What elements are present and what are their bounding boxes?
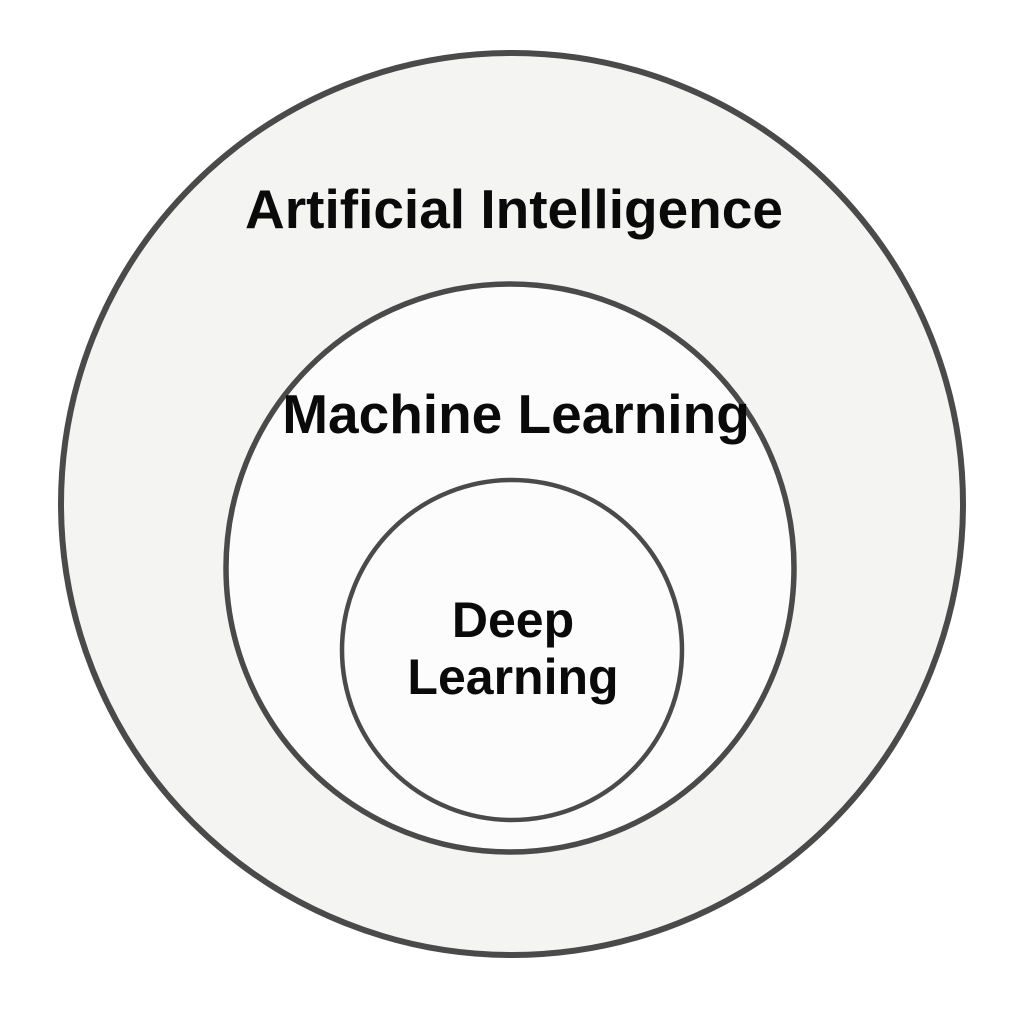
machine-learning-label: Machine Learning — [282, 383, 750, 445]
deep-learning-circle — [339, 477, 685, 823]
deep-learning-label-line2: Learning — [407, 649, 618, 705]
artificial-intelligence-label: Artificial Intelligence — [245, 178, 783, 240]
deep-learning-label-line1: Deep — [452, 592, 574, 648]
